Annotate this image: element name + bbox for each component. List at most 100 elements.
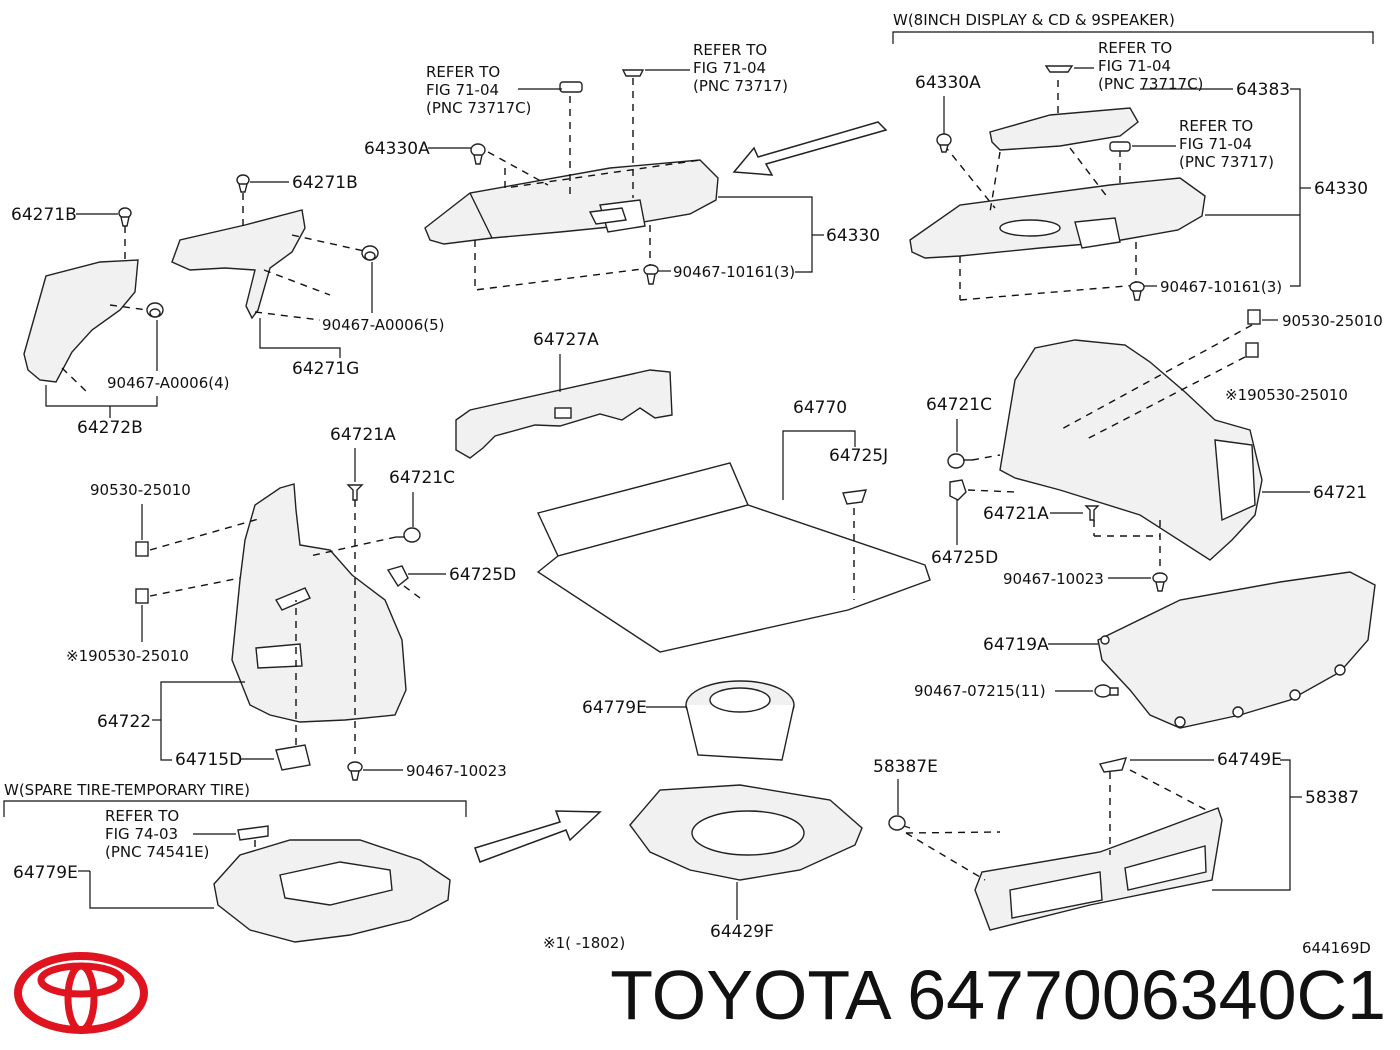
dash-line: [263, 269, 331, 296]
spare-tire-cover-tray: [629, 784, 863, 881]
part-label: 90467-10023: [1003, 570, 1104, 588]
leader-bracket: [89, 871, 214, 909]
refer-text: REFER TO: [1098, 39, 1172, 57]
part-label: 64719A: [983, 635, 1049, 655]
part-label: 64721: [1313, 483, 1367, 503]
refer-text: (PNC 74541E): [105, 843, 209, 861]
jack-holder: [685, 680, 795, 761]
screw-clip-icon: [643, 264, 659, 285]
clip-icon: [361, 245, 379, 261]
clip-icon: [888, 815, 911, 831]
direction-arrow-icon: [732, 121, 888, 176]
part-label: ※190530-25010: [1225, 386, 1348, 404]
dash-line: [149, 517, 263, 551]
refer-text: FIG 74-03: [105, 825, 178, 843]
clip-icon: [559, 81, 583, 93]
clip-icon: [1245, 342, 1259, 358]
leader-bracket: [45, 385, 158, 407]
part-label: 64330: [1314, 179, 1368, 199]
part-label: 90467-07215(11): [914, 682, 1046, 700]
package-tray-side-trim: [171, 209, 306, 320]
refer-text: (PNC 73717): [1179, 153, 1274, 171]
screw-clip-icon: [1129, 281, 1145, 301]
dash-line: [254, 311, 321, 321]
refer-text: REFER TO: [426, 63, 500, 81]
part-label: 90467-10161(3): [1160, 278, 1282, 296]
dash-line: [149, 577, 241, 597]
luggage-door-trim: [1097, 571, 1376, 729]
refer-text: (PNC 73717C): [1098, 75, 1203, 93]
part-label: 64725D: [449, 565, 516, 585]
part-label: 64271B: [11, 205, 77, 225]
part-label: 64721A: [983, 504, 1049, 524]
part-label: 64722: [97, 712, 151, 732]
screw-clip-icon: [347, 761, 363, 781]
dash-line: [943, 144, 996, 209]
part-label: 64330: [826, 226, 880, 246]
part-label: 64721C: [926, 395, 992, 415]
luggage-compartment-mat: [536, 462, 931, 653]
quarter-trim-upper: [23, 259, 139, 383]
clip-icon: [1098, 757, 1128, 773]
part-label: 90530-25010: [90, 481, 191, 499]
part-label: 90467-10023: [406, 762, 507, 780]
dash-line: [905, 831, 1001, 834]
dash-line: [905, 832, 986, 881]
clip-icon: [621, 69, 645, 77]
part-label: 64330A: [915, 73, 981, 93]
speaker-variant-bracket: [892, 31, 1374, 44]
clip-icon: [936, 133, 952, 153]
part-label: 90467-A0006(5): [322, 316, 444, 334]
toyota-emblem-icon: [14, 952, 148, 1034]
part-label: 90467-A0006(4): [107, 374, 229, 392]
clip-icon: [237, 825, 269, 841]
part-label: ※190530-25010: [66, 647, 189, 665]
leader-bracket: [160, 681, 245, 761]
part-label: 64271B: [292, 173, 358, 193]
rear-package-tray-trim-right: [909, 177, 1206, 259]
brand-part-number: TOYOTA 6477006340C1: [610, 956, 1386, 1034]
part-label: 64272B: [77, 418, 143, 438]
dash-line: [487, 151, 549, 186]
clip-icon: [135, 541, 149, 557]
trunk-side-trim-right: [999, 339, 1263, 561]
dash-line: [971, 454, 1001, 461]
pin-icon: [1084, 505, 1100, 521]
rear-package-tray-trim-left: [424, 159, 719, 245]
part-label: 64779E: [13, 863, 78, 883]
part-label: 64779E: [582, 698, 647, 718]
deck-board-trim: [455, 369, 673, 459]
part-label: 90530-25010: [1282, 312, 1383, 330]
dash-line: [1059, 324, 1253, 431]
dash-line: [403, 585, 421, 599]
hook-icon: [949, 479, 967, 501]
part-label: 64271G: [292, 359, 359, 379]
leader-bracket: [1290, 88, 1301, 287]
part-label: 64770: [793, 398, 847, 418]
clip-icon: [396, 527, 421, 543]
part-label: 64721C: [389, 468, 455, 488]
part-label: 64749E: [1217, 750, 1282, 770]
hook-icon: [386, 565, 409, 588]
rear-floor-finish-plate: [974, 807, 1223, 931]
spare-tire-variant-title: W(SPARE TIRE-TEMPORARY TIRE): [4, 781, 250, 799]
clip-icon: [236, 174, 250, 193]
clip-icon: [470, 143, 486, 165]
clip-icon: [118, 207, 132, 227]
dash-line: [1084, 356, 1246, 441]
part-label: 64330A: [364, 139, 430, 159]
dash-line: [989, 151, 1001, 213]
refer-text: REFER TO: [1179, 117, 1253, 135]
refer-text: FIG 71-04: [693, 59, 766, 77]
screw-clip-icon: [1152, 572, 1168, 592]
leader-bracket: [259, 318, 341, 358]
refer-text: REFER TO: [693, 41, 767, 59]
part-label: 58387: [1305, 788, 1359, 808]
refer-text: (PNC 73717C): [426, 99, 531, 117]
jack-holder-tray: [213, 839, 451, 943]
clip-icon: [1044, 65, 1074, 73]
direction-arrow-icon: [474, 810, 602, 863]
dash-line: [1069, 147, 1109, 199]
part-label: 64725D: [931, 548, 998, 568]
